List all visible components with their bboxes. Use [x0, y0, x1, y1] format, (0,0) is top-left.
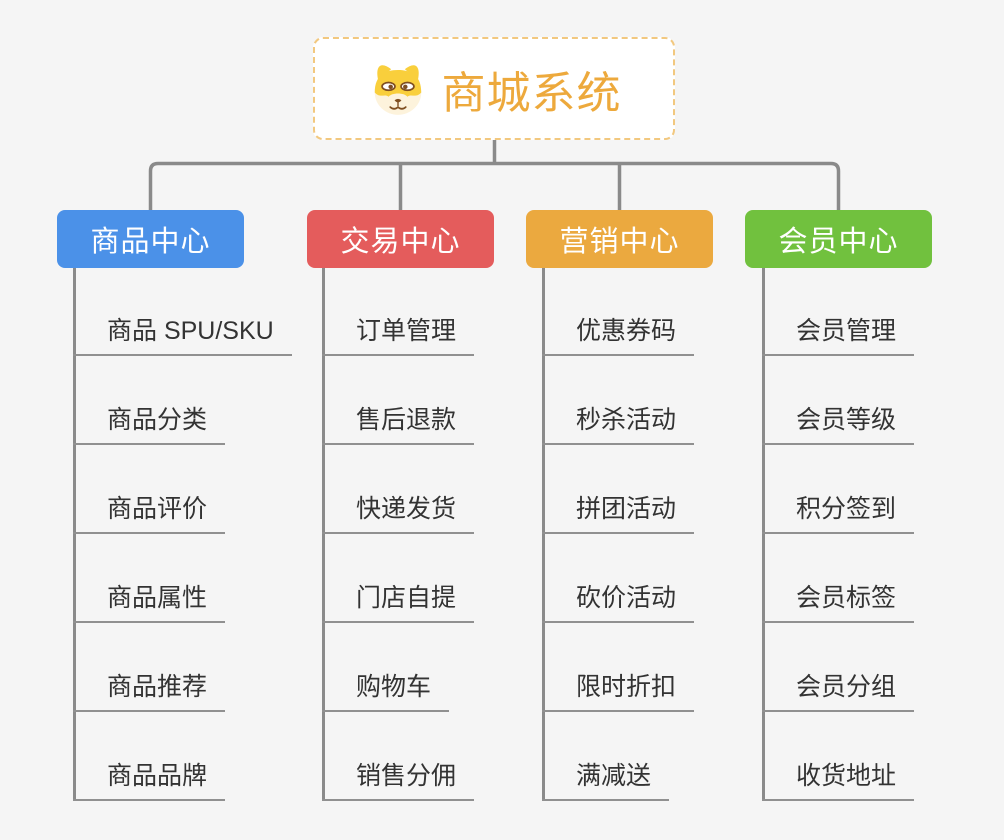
leaf-node[interactable]: 商品推荐 [73, 672, 226, 712]
leaf-node[interactable]: 会员分组 [762, 672, 915, 712]
branch-children-trade-center: 订单管理 售后退款 快递发货 门店自提 购物车 销售分佣 [322, 268, 572, 803]
leaf-node[interactable]: 快递发货 [322, 494, 475, 534]
branch-trunk-line [762, 268, 765, 801]
leaf-node[interactable]: 商品 SPU/SKU [73, 316, 292, 356]
leaf-node[interactable]: 限时折扣 [542, 672, 695, 712]
leaf-node[interactable]: 商品分类 [73, 405, 226, 445]
leaf-node[interactable]: 秒杀活动 [542, 405, 695, 445]
leaf-node[interactable]: 销售分佣 [322, 761, 475, 801]
branch-node-product-center[interactable]: 商品中心 [57, 210, 244, 268]
branch-node-marketing-center[interactable]: 营销中心 [526, 210, 713, 268]
root-node[interactable]: 商城系统 [313, 37, 675, 140]
leaf-node[interactable]: 订单管理 [322, 316, 475, 356]
branch-trunk-line [322, 268, 325, 801]
leaf-node[interactable]: 会员标签 [762, 583, 915, 623]
branch-node-member-center[interactable]: 会员中心 [745, 210, 932, 268]
leaf-node[interactable]: 砍价活动 [542, 583, 695, 623]
leaf-node[interactable]: 拼团活动 [542, 494, 695, 534]
leaf-node[interactable]: 购物车 [322, 672, 450, 712]
branch-children-marketing-center: 优惠券码 秒杀活动 拼团活动 砍价活动 限时折扣 满减送 [542, 268, 792, 803]
leaf-node[interactable]: 积分签到 [762, 494, 915, 534]
leaf-node[interactable]: 会员等级 [762, 405, 915, 445]
branch-trunk-line [73, 268, 76, 801]
leaf-node[interactable]: 商品属性 [73, 583, 226, 623]
branch-children-product-center: 商品 SPU/SKU 商品分类 商品评价 商品属性 商品推荐 商品品牌 [73, 268, 323, 803]
leaf-node[interactable]: 收货地址 [762, 761, 915, 801]
branch-trunk-line [542, 268, 545, 801]
leaf-node[interactable]: 会员管理 [762, 316, 915, 356]
leaf-node[interactable]: 满减送 [542, 761, 670, 801]
leaf-node[interactable]: 售后退款 [322, 405, 475, 445]
leaf-node[interactable]: 商品评价 [73, 494, 226, 534]
leaf-node[interactable]: 商品品牌 [73, 761, 226, 801]
root-title: 商城系统 [441, 68, 622, 118]
leaf-node[interactable]: 优惠券码 [542, 316, 695, 356]
leaf-node[interactable]: 门店自提 [322, 583, 475, 623]
branch-children-member-center: 会员管理 会员等级 积分签到 会员标签 会员分组 收货地址 [762, 268, 1004, 803]
branch-node-trade-center[interactable]: 交易中心 [307, 210, 494, 268]
shiba-dog-icon [367, 59, 429, 119]
